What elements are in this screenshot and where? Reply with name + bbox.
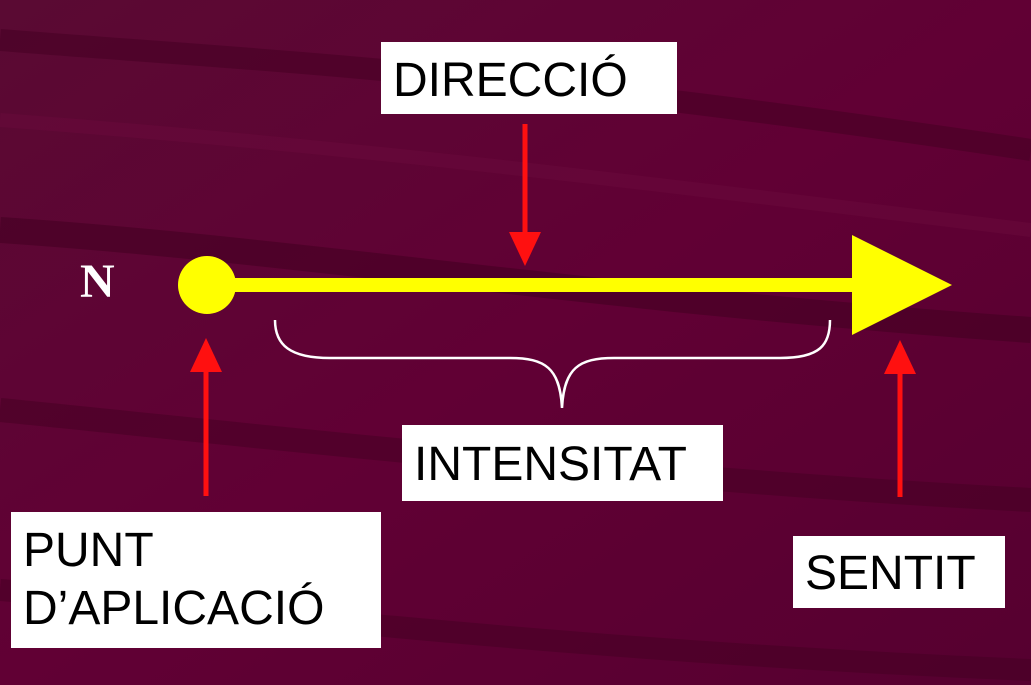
sense-pointer-arrow: [884, 340, 916, 497]
point-label-n: N: [80, 255, 115, 308]
background-streak: [0, 113, 1031, 237]
background-streak: [0, 217, 1031, 343]
application-point-label-line-2: D’APLICACIÓ: [23, 582, 325, 635]
vector-arrowhead: [852, 235, 952, 335]
direction-label: DIRECCIÓ: [381, 42, 677, 114]
sense-label: SENTIT: [793, 536, 1005, 608]
application-point-label-line-1: PUNT: [23, 524, 154, 577]
magnitude-brace: [273, 319, 832, 409]
application-point-pointer-arrow: [190, 338, 222, 496]
direction-pointer-arrow: [509, 124, 541, 266]
application-point-dot: [178, 256, 236, 314]
magnitude-label: INTENSITAT: [402, 425, 723, 501]
application-point-label: PUNT D’APLICACIÓ: [11, 512, 381, 648]
